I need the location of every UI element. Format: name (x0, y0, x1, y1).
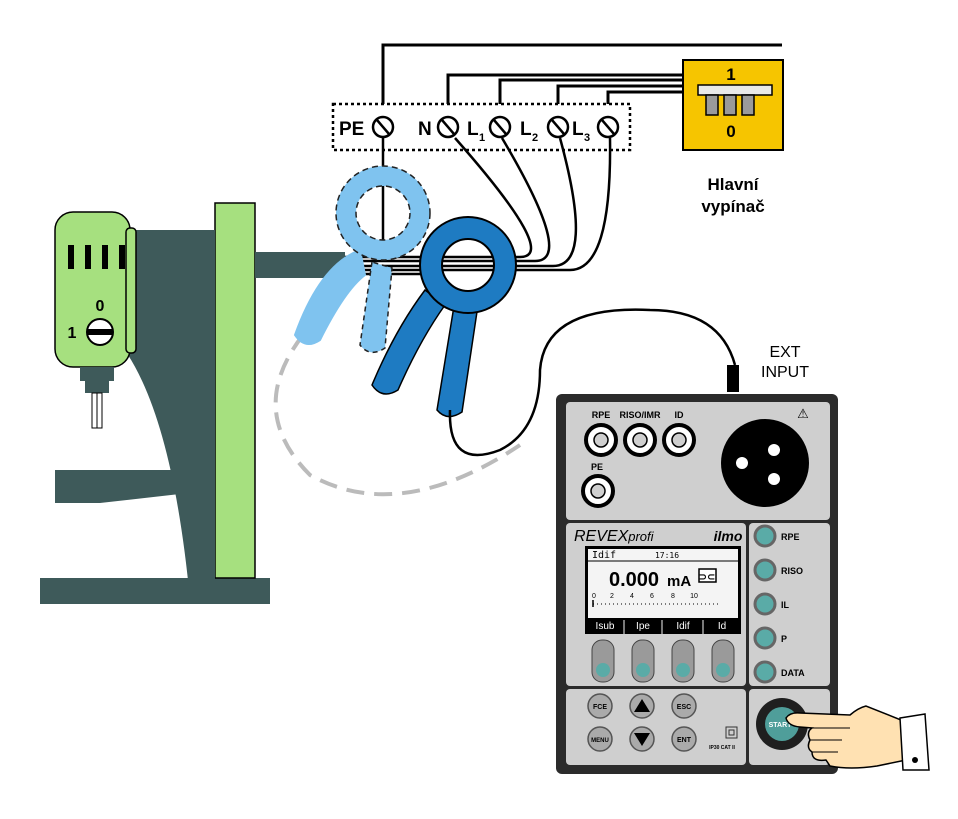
switch-off-label: 0 (726, 122, 735, 141)
lcd-mode: Idif (592, 550, 616, 561)
terminal-label-l3: L (572, 119, 584, 140)
terminal-label-l3-sub: 3 (584, 132, 590, 144)
start-label: START (769, 722, 793, 729)
terminal-block: PE N L 1 L 2 L 3 (331, 102, 632, 152)
brand-logo: ilmo (714, 528, 743, 544)
side-label-p: P (781, 634, 787, 644)
revex-meter: RPE RISO/IMR ID ⚠ PE REVEXprofi ilmo Idi… (556, 394, 838, 774)
esc-button[interactable] (671, 693, 697, 719)
softkey-label-idif: Idif (676, 621, 690, 632)
side-buttons: RPE RISO IL P DATA (753, 524, 805, 684)
warning-icon: ⚠ (797, 406, 809, 421)
fce-button[interactable] (587, 693, 613, 719)
svg-text:⊃⊂: ⊃⊂ (699, 572, 716, 583)
terminal-label-l1-sub: 1 (479, 132, 485, 144)
brand-sub: profi (627, 529, 654, 544)
alt-cable-dashed (273, 333, 522, 497)
side-label-rpe: RPE (781, 532, 800, 542)
esc-label: ESC (677, 704, 691, 711)
lcd-scale-4: 4 (630, 593, 634, 600)
pointing-hand-icon (785, 705, 930, 771)
softkey-label-ipe: Ipe (636, 621, 650, 632)
lcd-unit: mA (667, 573, 691, 590)
mains-socket[interactable] (721, 419, 809, 507)
side-button-p[interactable] (753, 626, 777, 650)
down-arrow-icon (634, 733, 650, 746)
switch-caption-line1: Hlavní (707, 175, 759, 194)
terminal-label-l2: L (520, 119, 532, 140)
lcd-scale-10: 10 (690, 593, 698, 600)
side-button-data[interactable] (753, 660, 777, 684)
side-button-il[interactable] (753, 592, 777, 616)
menu-label: MENU (591, 738, 609, 744)
side-label-il: IL (781, 600, 790, 610)
menu-button[interactable] (587, 726, 613, 752)
up-arrow-icon (634, 699, 650, 712)
lcd-scale: 0 2 4 6 8 10 (592, 593, 698, 600)
brand-name: REVEXprofi (574, 528, 655, 545)
current-clamp (371, 216, 517, 418)
rating-label: IP30 CAT II (709, 745, 735, 751)
side-label-data: DATA (781, 668, 805, 678)
lcd-scale-2: 2 (610, 593, 614, 600)
lcd-scale-6: 6 (650, 593, 654, 600)
side-button-rpe[interactable] (753, 524, 777, 548)
ext-input-connector (727, 365, 739, 392)
softkeys (591, 639, 735, 683)
switch-caption-line2: vypínač (701, 197, 764, 216)
jack-label-rpe: RPE (592, 410, 611, 420)
main-switch: 1 0 (682, 59, 784, 151)
clamp-cable (448, 308, 737, 457)
terminal-label-pe: PE (339, 119, 364, 140)
ent-button[interactable] (671, 726, 697, 752)
ext-input-label-line1: EXT (769, 344, 800, 361)
softkey-label-isub: Isub (596, 621, 615, 632)
side-label-riso: RISO (781, 566, 803, 576)
double-insulation-icon (725, 726, 738, 739)
ext-input-label-line2: INPUT (761, 364, 809, 381)
softkey-label-id: Id (718, 621, 726, 632)
drill-switch-label-1: 1 (68, 325, 77, 342)
lcd-time: 17:16 (655, 551, 679, 560)
lcd-scale-0: 0 (592, 593, 596, 600)
drill-switch-label-0: 0 (96, 298, 105, 315)
fce-label: FCE (593, 704, 607, 711)
lcd-reading: 0.000 (609, 569, 659, 591)
lcd-clamp-icon (698, 568, 717, 583)
keypad: FCE ESC MENU ENT IP30 CAT II (587, 693, 738, 752)
jack-label-pe: PE (591, 462, 603, 472)
lcd-scale-8: 8 (671, 593, 675, 600)
clamp-alt-position (293, 165, 431, 354)
jack-group: PE (581, 423, 696, 508)
terminal-label-l1: L (467, 119, 479, 140)
ent-label: ENT (677, 737, 692, 744)
drill-press: 0 1 (40, 202, 345, 604)
jack-label-id: ID (675, 410, 685, 420)
jack-label-riso: RISO/IMR (619, 410, 661, 420)
side-button-riso[interactable] (753, 558, 777, 582)
terminal-label-n: N (418, 119, 432, 140)
switch-on-label: 1 (726, 65, 735, 84)
terminal-label-l2-sub: 2 (532, 132, 538, 144)
